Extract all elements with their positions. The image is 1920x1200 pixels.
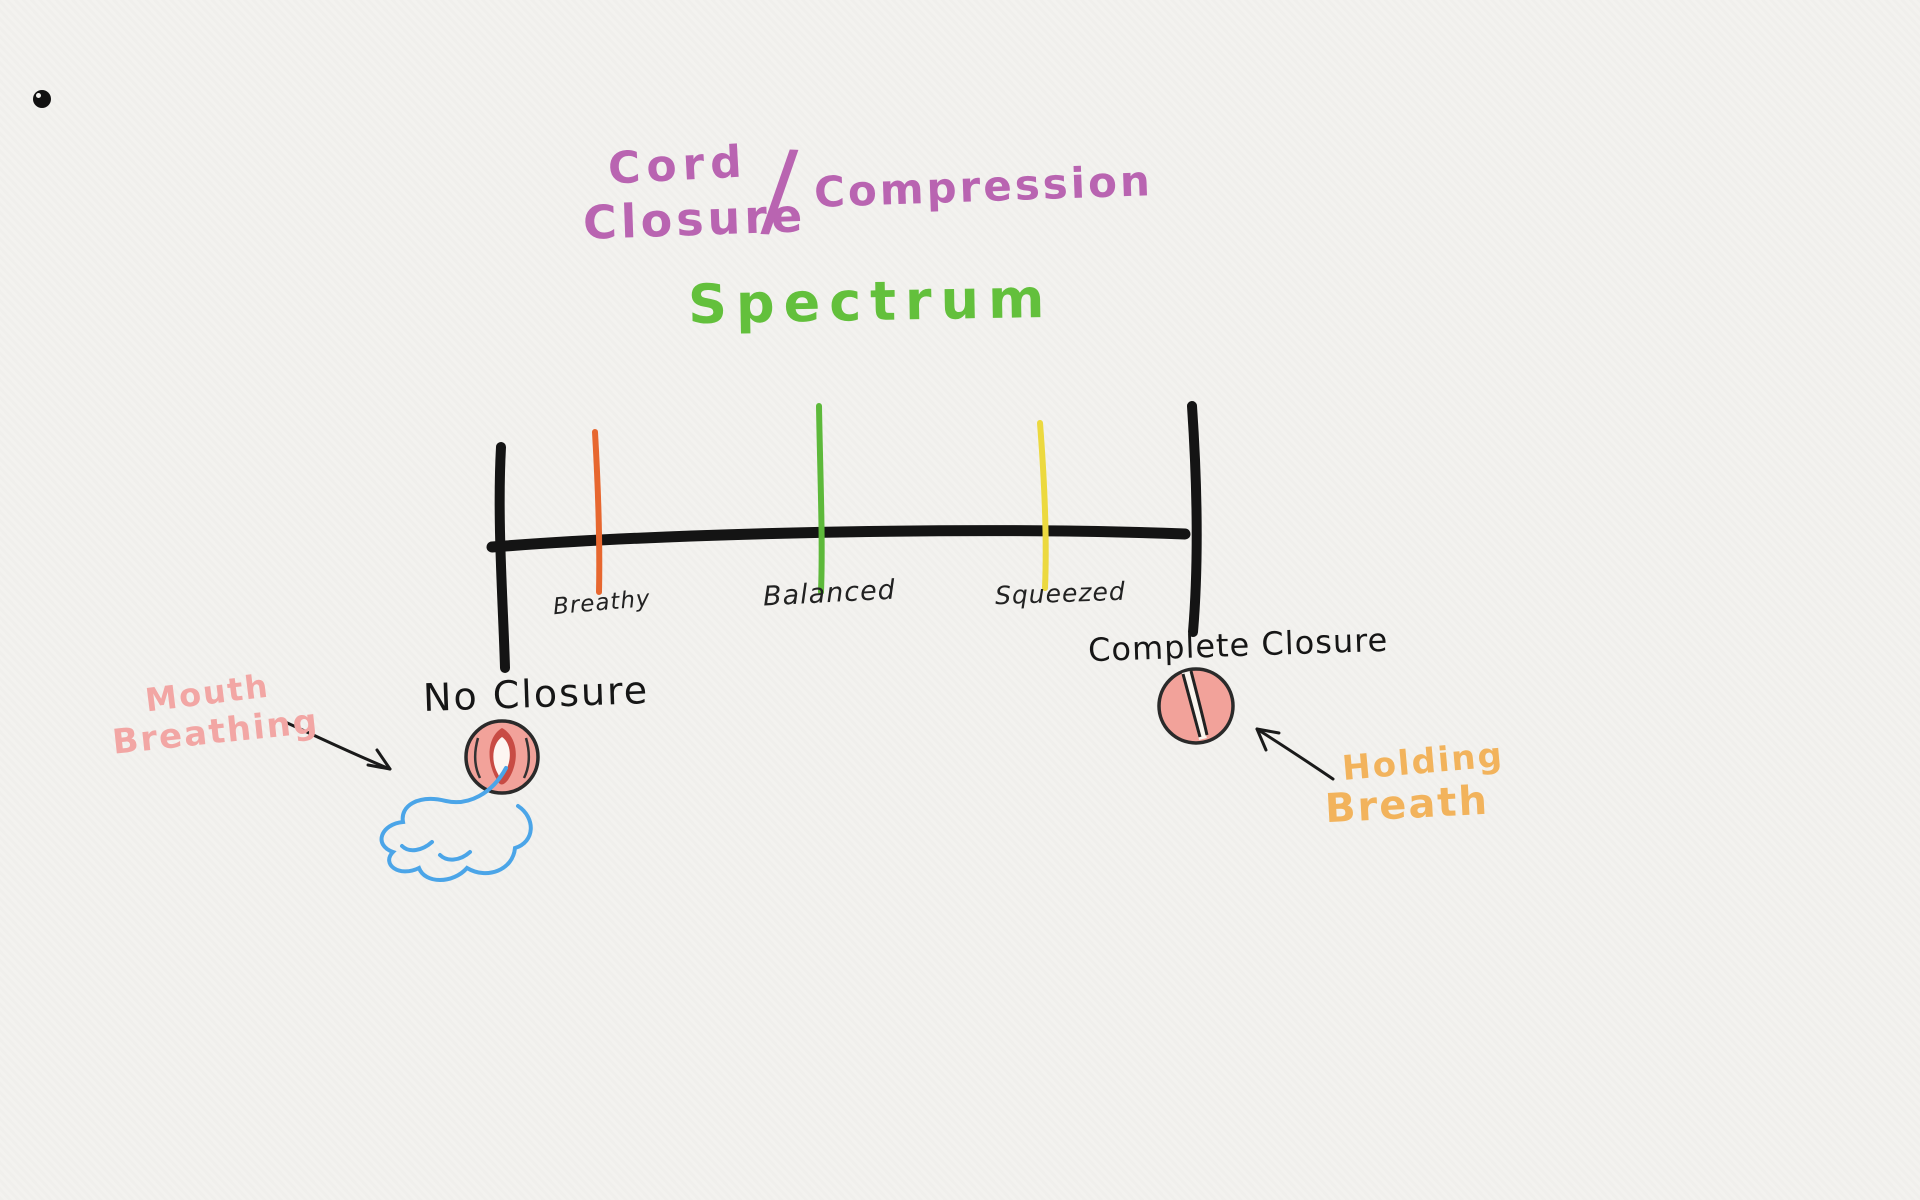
- airflow-cloud: [379, 766, 533, 882]
- spectrum-axis: [486, 401, 1202, 673]
- tick-label-squeezed: Squeezed: [994, 576, 1127, 611]
- airflow-scribble: [379, 766, 533, 882]
- tick-squeezed: [1037, 420, 1049, 591]
- closed-slit-left: [1181, 673, 1202, 738]
- closed-slit-right: [1189, 670, 1209, 736]
- axis-line: [486, 525, 1191, 553]
- mouth-arrow-shaft: [281, 719, 392, 771]
- mouth-arrow-head: [366, 748, 392, 771]
- left-endpoint-label: No Closure: [422, 668, 650, 720]
- airflow-wave-1: [400, 840, 434, 853]
- tick-breathy: [592, 429, 603, 595]
- corner-dot-icon[interactable]: [33, 90, 51, 108]
- closed-cords-drawing: [1157, 667, 1235, 745]
- left-fold-line: [474, 737, 482, 779]
- tick-balanced: [816, 403, 825, 595]
- holding-breath-arrow: [1255, 727, 1335, 781]
- holding-arrow-head: [1255, 727, 1281, 752]
- title-line-1: Cord: [606, 136, 749, 195]
- holding-arrow-shaft: [1255, 727, 1335, 781]
- mouth-breathing-arrow: [281, 719, 392, 771]
- axis-left-endbar: [494, 442, 510, 673]
- right-fold-line: [522, 737, 530, 779]
- subtitle-spectrum: Spectrum: [687, 266, 1054, 337]
- closed-slit-gap: [1182, 671, 1207, 741]
- open-cords-drawing: [464, 719, 540, 795]
- axis-right-endbar: [1187, 401, 1202, 637]
- holding-breath-label-line-2: Breath: [1323, 777, 1491, 833]
- airflow-wave-2: [438, 850, 472, 862]
- title-separator-slash: /: [759, 127, 800, 251]
